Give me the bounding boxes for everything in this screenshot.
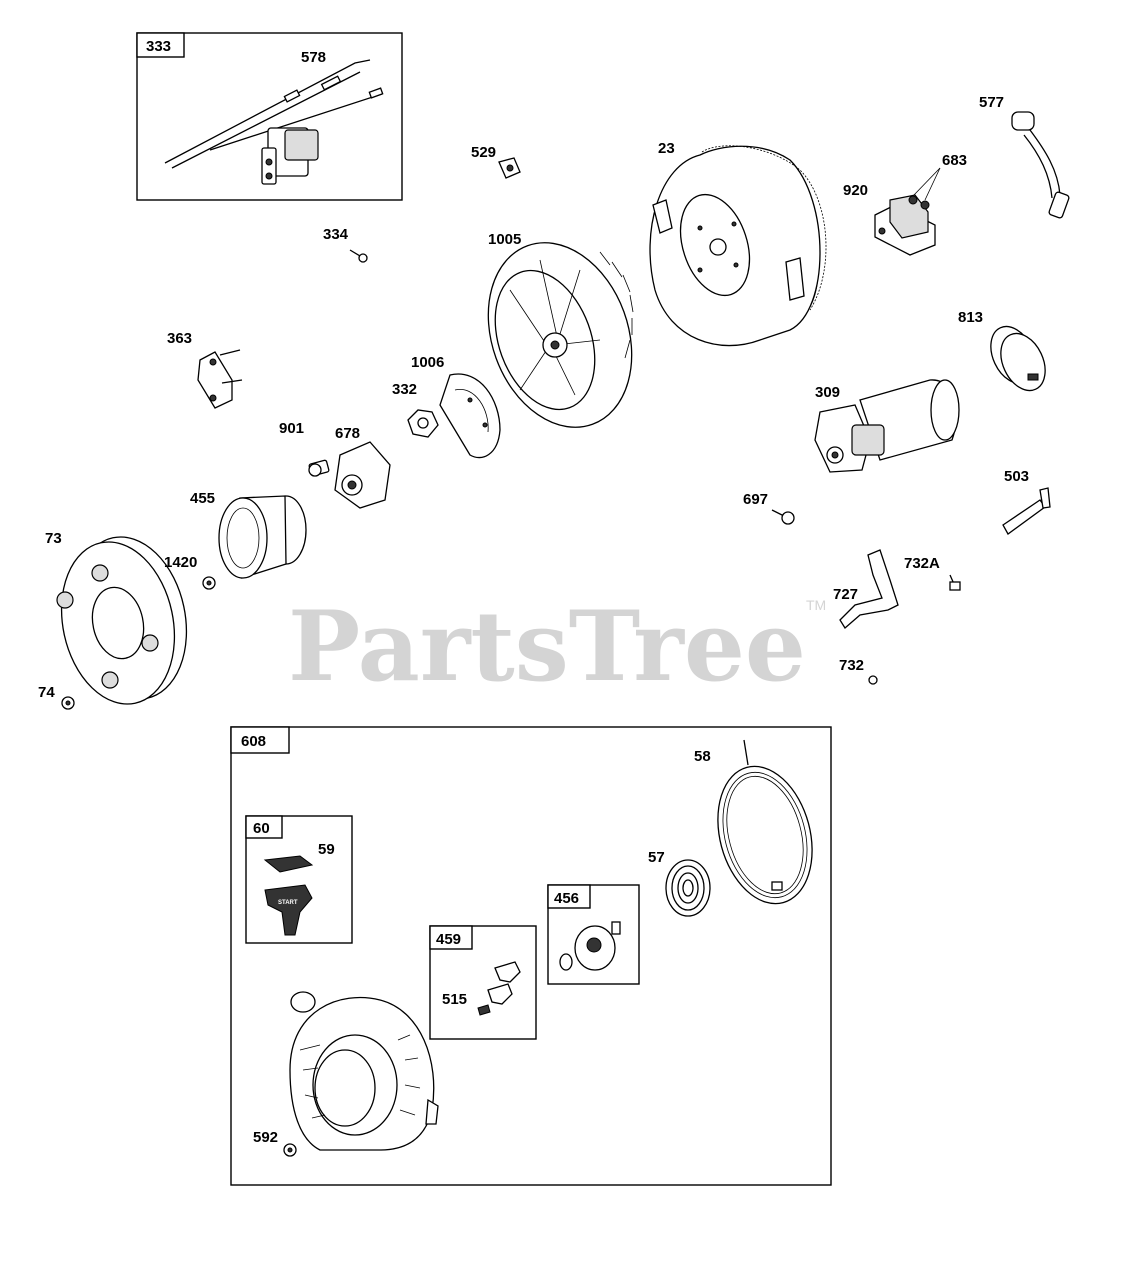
label-23[interactable]: 23 [658,140,675,157]
label-334[interactable]: 334 [323,226,349,243]
bracket-727[interactable] [839,549,899,629]
label-455[interactable]: 455 [190,490,215,507]
label-608[interactable]: 608 [241,733,266,750]
label-515[interactable]: 515 [442,991,467,1008]
label-920[interactable]: 920 [843,182,868,199]
label-901[interactable]: 901 [279,420,304,437]
starter-309[interactable] [814,379,960,473]
label-578[interactable]: 578 [301,49,326,66]
cover-73[interactable] [47,526,201,714]
starter-handle[interactable]: START [264,884,313,936]
cup-455[interactable] [218,495,307,579]
leader-683 [912,167,941,201]
nut-592[interactable] [283,1143,297,1157]
watermark-text: PartsTree [288,590,806,703]
flywheel-23[interactable] [649,142,838,347]
label-1420[interactable]: 1420 [164,554,197,571]
watermark-trademark: TM [806,597,826,613]
kit-box-459 [429,925,537,1040]
rope-58[interactable] [703,739,826,914]
label-727[interactable]: 727 [833,586,858,603]
label-697[interactable]: 697 [743,491,768,508]
pawl-515[interactable] [477,961,521,1016]
label-1005[interactable]: 1005 [488,231,521,248]
label-459[interactable]: 459 [436,931,461,948]
kit-box-60 [245,815,353,944]
label-1006[interactable]: 1006 [411,354,444,371]
label-57[interactable]: 57 [648,849,665,866]
kit-tag-456 [547,884,591,909]
label-363[interactable]: 363 [167,330,192,347]
solenoid-920[interactable] [874,194,936,256]
nut-332[interactable] [407,409,439,438]
label-456[interactable]: 456 [554,890,579,907]
screw-334[interactable] [349,249,368,263]
label-732A[interactable]: 732A [904,555,940,572]
label-59[interactable]: 59 [318,841,335,858]
label-529[interactable]: 529 [471,144,496,161]
label-503[interactable]: 503 [1004,468,1029,485]
kit-box-333 [136,32,403,201]
ignition-coil[interactable] [261,127,319,185]
handle-insert-59[interactable] [263,855,314,873]
label-813[interactable]: 813 [958,309,983,326]
kit-tag-459 [429,925,473,950]
screen-1006[interactable] [439,373,501,459]
screw-74[interactable] [61,696,75,710]
rewind-housing[interactable] [289,991,439,1151]
spark-plug-wire-577[interactable] [1011,111,1070,219]
kit-tag-60 [245,815,283,839]
label-73[interactable]: 73 [45,530,62,547]
label-333[interactable]: 333 [146,38,171,55]
spring-57[interactable] [665,859,711,917]
clamp-813[interactable] [982,319,1054,397]
bolt-697[interactable] [771,509,795,525]
wire-harness-578[interactable] [164,59,384,169]
label-332[interactable]: 332 [392,381,417,398]
pulley-456[interactable] [559,921,621,971]
pulley-678[interactable] [334,441,391,509]
label-58[interactable]: 58 [694,748,711,765]
label-683[interactable]: 683 [942,152,967,169]
part-529-grommet[interactable] [498,157,521,179]
screw-732A[interactable] [949,574,961,591]
fan-1005[interactable] [464,222,657,447]
bolt-901[interactable] [308,459,330,477]
nut-1420[interactable] [202,576,216,590]
label-732[interactable]: 732 [839,657,864,674]
strap-503[interactable] [1002,487,1051,535]
screw-732[interactable] [868,675,878,685]
label-309[interactable]: 309 [815,384,840,401]
label-60[interactable]: 60 [253,820,270,837]
label-577[interactable]: 577 [979,94,1004,111]
kit-tag-333 [136,32,185,58]
bracket-363[interactable] [197,349,243,409]
label-592[interactable]: 592 [253,1129,278,1146]
label-74[interactable]: 74 [38,684,55,701]
kit-box-456 [547,884,640,985]
handle-text: START [278,900,298,906]
label-678[interactable]: 678 [335,425,360,442]
kit-tag-608 [230,726,290,754]
kit-box-608 [230,726,832,1186]
